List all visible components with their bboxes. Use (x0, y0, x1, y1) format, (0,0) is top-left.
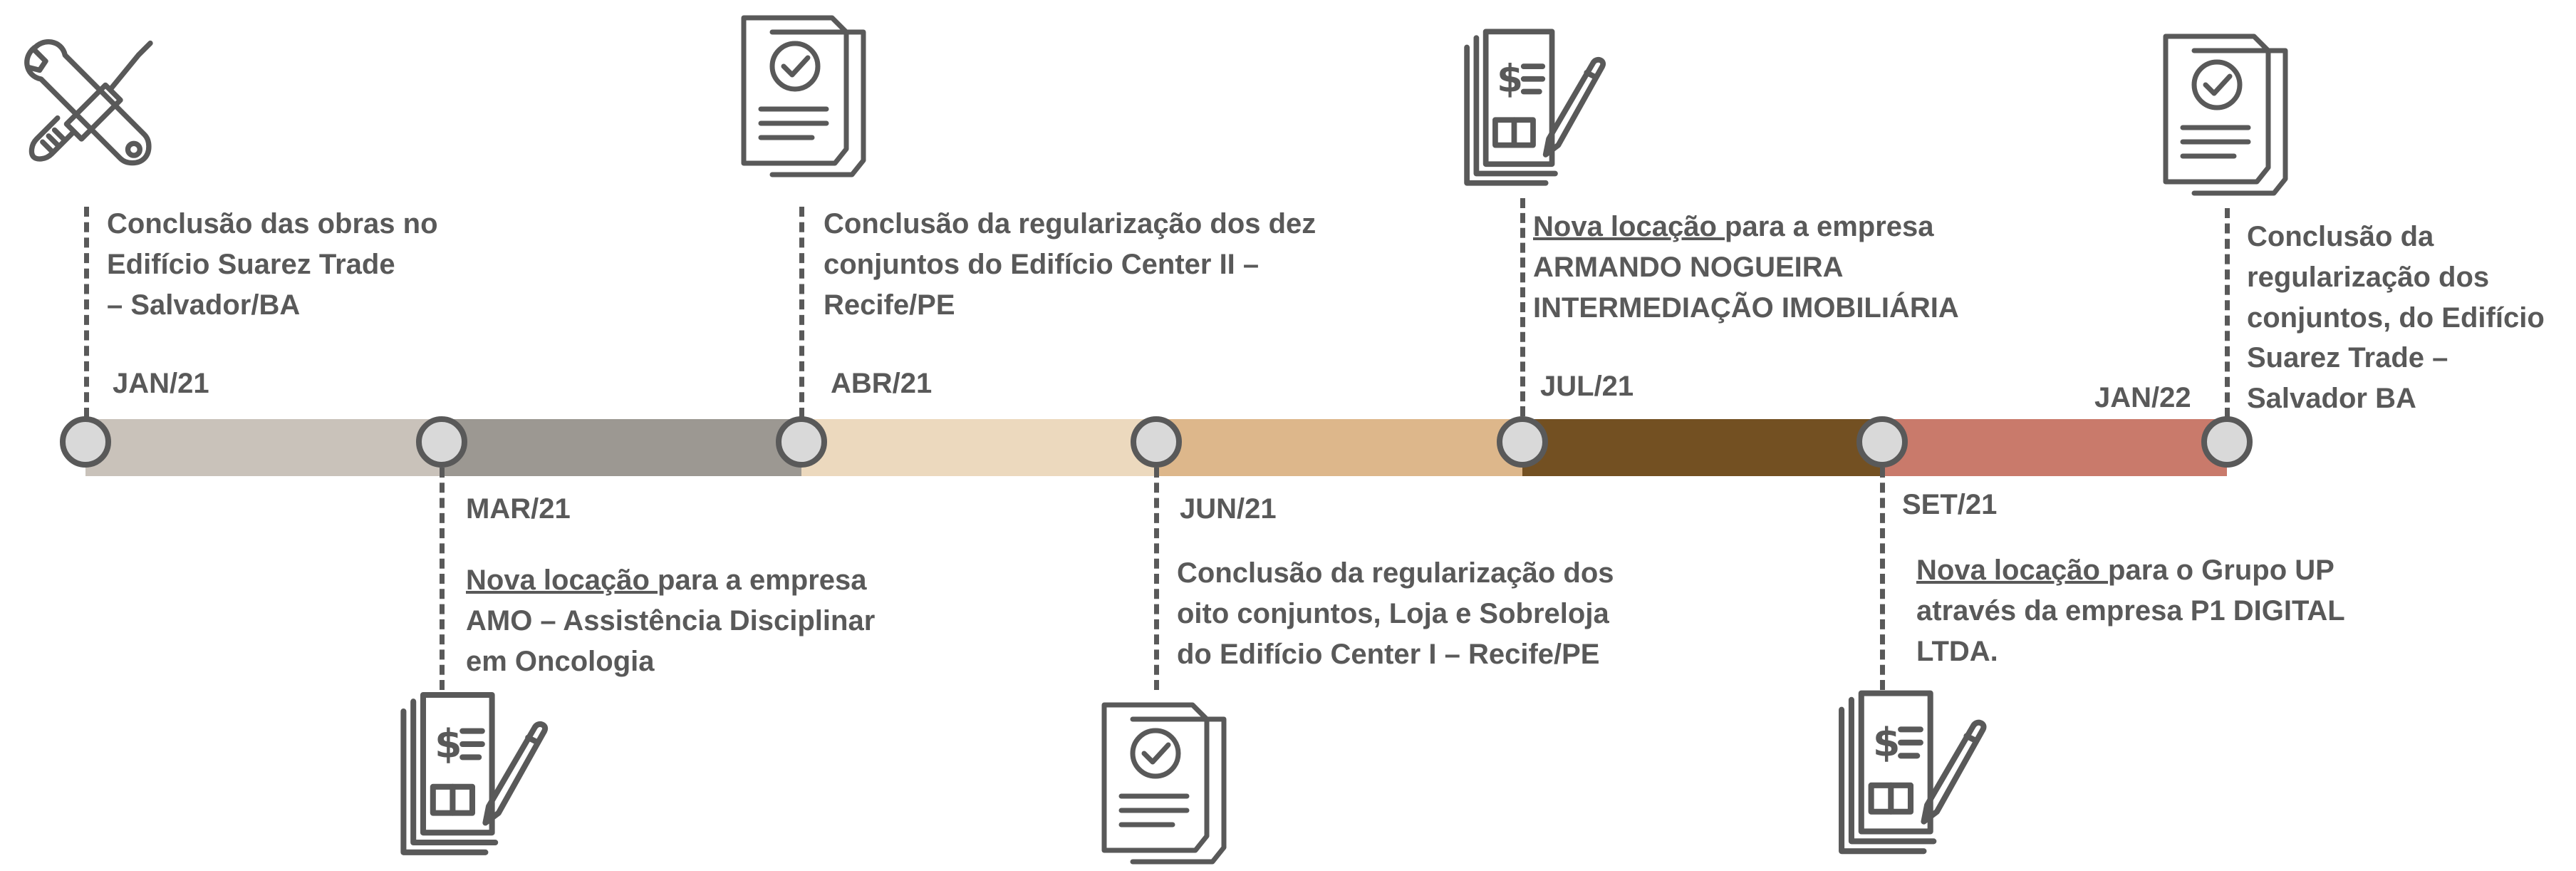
contract-signing-icon: $ (1450, 29, 1616, 192)
contract-signing-icon: $ (390, 691, 554, 862)
contract-signing-icon: $ (1828, 690, 1993, 861)
connector-mar21 (440, 468, 445, 690)
timeline-node-jan21 (60, 416, 111, 468)
event-line: para o Grupo UP (2108, 555, 2334, 586)
timeline-segment-6 (1882, 419, 2227, 476)
connector-abr21 (799, 207, 804, 418)
event-line: conjuntos, do Edifício (2247, 302, 2545, 334)
svg-text:$: $ (1873, 720, 1901, 766)
highlight-new-lease: Nova locação (466, 565, 658, 596)
event-line: Conclusão da regularização dos dez (824, 208, 1316, 239)
event-line: Edifício Suarez Trade (107, 248, 395, 280)
timeline-segment-4 (1156, 419, 1522, 476)
timeline-node-jan22 (2201, 416, 2253, 468)
connector-jun21 (1154, 468, 1159, 690)
connector-jan22 (2225, 208, 2230, 418)
date-label: JUL/21 (1540, 371, 1634, 402)
date-label: ABR/21 (831, 368, 933, 399)
timeline-node-abr21 (776, 416, 827, 468)
event-line: INTERMEDIAÇÃO IMOBILIÁRIA (1533, 292, 1959, 324)
wrench-screwdriver-icon (16, 34, 165, 184)
event-line: através da empresa P1 DIGITAL (1916, 594, 2345, 627)
event-line: oito conjuntos, Loja e Sobreloja (1177, 597, 1609, 629)
event-description-jan21: Conclusão das obras no Edifício Suarez T… (107, 204, 438, 325)
event-line: Conclusão da regularização dos (1177, 557, 1614, 589)
event-line: Conclusão da (2247, 221, 2434, 252)
timeline-node-mar21 (416, 416, 467, 468)
approved-document-icon (2154, 30, 2297, 202)
approved-document-icon (732, 10, 875, 185)
event-line: para a empresa (658, 565, 867, 596)
connector-set21 (1880, 468, 1885, 690)
svg-text:$: $ (1497, 56, 1523, 100)
event-description-jul21: Nova locação para a empresa ARMANDO NOGU… (1533, 207, 1959, 328)
event-line: Suarez Trade – (2247, 342, 2448, 374)
event-line: Conclusão das obras no (107, 208, 438, 239)
event-line: conjuntos do Edifício Center II – (824, 248, 1260, 280)
timeline-node-jul21 (1497, 416, 1548, 468)
approved-document-icon (1093, 699, 1235, 871)
event-line: do Edifício Center I – Recife/PE (1177, 638, 1600, 670)
event-line: Salvador BA (2247, 383, 2416, 415)
event-line: em Oncologia (466, 645, 655, 677)
highlight-new-lease: Nova locação (1533, 211, 1725, 242)
date-label: JAN/21 (113, 368, 209, 399)
timeline-segment-2 (442, 419, 801, 476)
event-line: ARMANDO NOGUEIRA (1533, 251, 1844, 283)
event-description-mar21: Nova locação para a empresa AMO – Assist… (466, 560, 875, 681)
event-line: LTDA. (1916, 635, 1998, 667)
event-line: para a empresa (1725, 211, 1934, 242)
date-label: JAN/22 (2094, 382, 2191, 413)
event-description-jun21: Conclusão da regularização dos oito conj… (1177, 553, 1614, 674)
date-label: SET/21 (1902, 489, 1998, 520)
event-line: Recife/PE (824, 289, 955, 321)
highlight-new-lease: Nova locação (1916, 555, 2109, 586)
timeline-segment-1 (85, 419, 442, 476)
event-description-set21: Nova locação para o Grupo UP através da … (1916, 550, 2345, 671)
svg-text:$: $ (435, 721, 462, 767)
timeline-segment-5 (1522, 419, 1882, 476)
connector-jan21 (84, 207, 89, 418)
timeline-segment-3 (801, 419, 1156, 476)
date-label: MAR/21 (466, 493, 571, 525)
connector-jul21 (1520, 198, 1525, 416)
event-description-abr21: Conclusão da regularização dos dez conju… (824, 204, 1316, 325)
event-description-jan22: Conclusão da regularização dos conjuntos… (2247, 217, 2545, 419)
event-line: AMO – Assistência Disciplinar (466, 604, 876, 636)
date-label: JUN/21 (1180, 493, 1277, 525)
event-line: regularização dos (2247, 261, 2490, 293)
timeline-node-jun21 (1131, 416, 1182, 468)
timeline-node-set21 (1856, 416, 1908, 468)
event-line: – Salvador/BA (107, 289, 301, 321)
